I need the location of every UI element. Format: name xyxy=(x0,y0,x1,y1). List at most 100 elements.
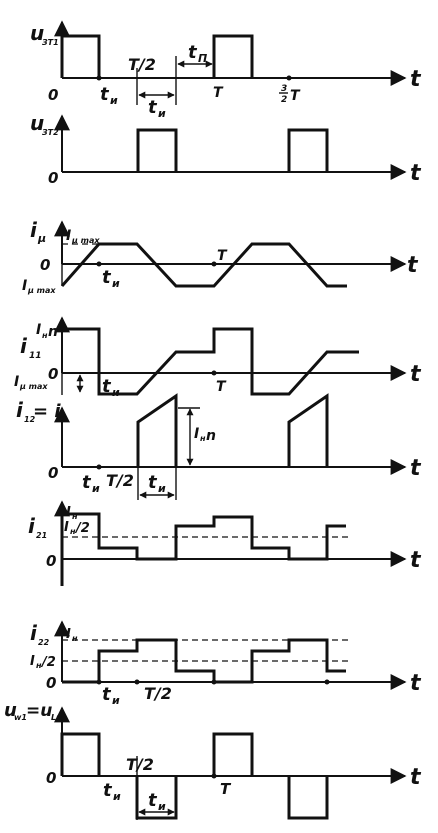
i-12-ylabel-sub: 12 xyxy=(24,415,36,424)
u-w1-xlabel: t xyxy=(410,765,422,790)
u-zt1-ylabel: u xyxy=(30,21,44,45)
u-zt1-xlabel: t xyxy=(410,67,422,92)
i-mu-waveform xyxy=(60,242,347,288)
i-12-ylabel-eq: = i xyxy=(33,401,61,422)
i-mu-imax-bottom-sub: μ max xyxy=(27,286,56,295)
i-21-xlabel: t xyxy=(410,548,422,573)
u-zt1-pulse-2 xyxy=(212,34,254,78)
i-22-top: I xyxy=(66,627,71,642)
i-mu-tu-label: t xyxy=(102,267,112,288)
i-12-tu-dot xyxy=(96,464,102,470)
i-11-ylabel: i xyxy=(20,334,28,358)
u-zt1-3halfT-den: 2 xyxy=(281,95,287,105)
u-w1-ylabel-eq-sub: Lμ xyxy=(51,713,62,722)
u-w1-tu2-sub: и xyxy=(158,800,166,813)
u-w1-T-dot xyxy=(211,773,217,779)
i-21-ylabel-sub: 21 xyxy=(36,531,47,540)
i-11-top-label-sub: н xyxy=(42,331,48,340)
i-12-amp-sub: н xyxy=(200,434,206,443)
i-11-waveform xyxy=(62,327,359,396)
i-11-tu-label: t xyxy=(102,376,112,397)
i-12-ylabel-eq-sub: Т2 xyxy=(55,415,66,424)
u-zt1-3halfT-dot xyxy=(286,75,292,81)
u-zt1-tu-sub: и xyxy=(110,94,118,107)
u-w1-pulse-neg-2 xyxy=(287,776,329,820)
panel-i-11: i 11 I н n 0 I μ max t и T t xyxy=(14,316,422,399)
u-w1-pulse-pos-2 xyxy=(212,732,254,776)
u-zt1-halfT-label: T/2 xyxy=(128,55,156,74)
i-mu-T-dot xyxy=(211,261,217,267)
i-12-pulse-2 xyxy=(287,393,329,467)
i-11-T-label: T xyxy=(216,379,227,395)
u-zt1-tu-label: t xyxy=(100,84,110,105)
i-12-halfT-label: T/2 xyxy=(106,471,134,490)
u-zt1-T-label: T xyxy=(213,85,224,101)
i-21-origin: 0 xyxy=(46,552,56,570)
i-mu-T-label: T xyxy=(217,248,228,264)
i-22-top-sub: н xyxy=(72,634,78,643)
i-11-imax: I xyxy=(14,374,19,390)
i-22-waveform xyxy=(62,638,346,684)
i-11-T-dot xyxy=(211,370,217,376)
i-22-halfT-dot xyxy=(134,679,140,685)
u-zt1-origin: 0 xyxy=(48,86,58,104)
u-zt1-tu2-label: t xyxy=(148,97,158,118)
u-zt1-tu-dot xyxy=(96,75,102,81)
i-12-tu2-sub: и xyxy=(158,482,166,495)
u-w1-ylabel-sub: w1 xyxy=(14,713,27,722)
i-12-tu-label: t xyxy=(82,472,92,493)
i-22-halfT-label: T/2 xyxy=(144,684,172,703)
i-21-half: I xyxy=(64,520,69,535)
panel-i-21: i 21 I н I н /2 0 t xyxy=(28,500,422,586)
i-21-ylabel: i xyxy=(28,514,36,538)
i-22-tu-sub: и xyxy=(112,694,120,707)
u-zt2-xlabel: t xyxy=(410,161,422,186)
u-zt2-origin: 0 xyxy=(48,169,58,187)
u-zt1-tp-label: t xyxy=(188,42,198,63)
panel-i-22: i 22 I н I н /2 0 t и T/2 t xyxy=(30,620,422,707)
i-12-amp-tail: n xyxy=(206,428,216,444)
u-w1-pulse-pos-1 xyxy=(60,732,101,776)
i-mu-ylabel: i xyxy=(30,218,38,242)
panel-i-12: i 12 = i Т2 0 I н n t и T/2 t и t xyxy=(16,393,422,500)
i-12-amp: I xyxy=(194,426,199,442)
i-22-ylabel-sub: 22 xyxy=(38,638,50,647)
u-zt2-pulse-1 xyxy=(136,128,178,172)
i-12-pulse-1 xyxy=(136,393,178,467)
u-zt1-3halfT-num: 3 xyxy=(281,84,287,94)
i-21-top-sub: н xyxy=(72,512,78,521)
u-w1-halfT-label: T/2 xyxy=(126,755,154,774)
i-11-imax-sub: μ max xyxy=(19,382,48,391)
i-mu-imax-top: I xyxy=(66,228,71,244)
i-11-top-label-tail: n xyxy=(48,324,58,340)
i-21-half-sub: н xyxy=(70,527,76,536)
u-zt1-3halfT-tail: T xyxy=(290,88,301,104)
i-11-tu-sub: и xyxy=(112,386,120,399)
i-22-ylabel: i xyxy=(30,621,38,645)
panel-u-zt2: u ЗТ2 0 t xyxy=(30,111,422,187)
i-11-origin: 0 xyxy=(48,365,58,383)
u-zt2-pulse-2 xyxy=(287,128,329,172)
i-22-half-tail: /2 xyxy=(40,655,56,670)
i-mu-origin: 0 xyxy=(40,256,50,274)
u-w1-tu2-label: t xyxy=(148,790,158,811)
i-12-xlabel: t xyxy=(410,456,422,481)
panel-u-zt1: u ЗТ1 0 t t и T/2 t и t П T 3 2 T xyxy=(30,20,422,120)
i-mu-ylabel-sub: μ xyxy=(37,232,46,245)
i-11-ylabel-sub: 11 xyxy=(29,351,42,361)
i-mu-imax-bottom: I xyxy=(22,278,27,294)
i-22-half-sub: н xyxy=(36,661,42,670)
u-zt1-ylabel-sub: ЗТ1 xyxy=(42,38,59,47)
i-mu-tu-sub: и xyxy=(112,277,120,290)
u-zt2-ylabel-sub: ЗТ2 xyxy=(42,128,59,137)
i-12-tu-sub: и xyxy=(92,482,100,495)
u-zt1-pulse-1 xyxy=(60,34,101,78)
i-21-waveform xyxy=(60,512,346,586)
panel-i-mu: i μ I μ max 0 I μ max t и T t xyxy=(22,218,419,295)
i-22-xlabel: t xyxy=(410,671,422,696)
panel-u-w1: u w1 =u Lμ 0 T/2 t и t и T t xyxy=(4,700,422,820)
i-22-half: I xyxy=(30,654,35,669)
i-12-tu2-label: t xyxy=(148,472,158,493)
u-w1-tu-label: t xyxy=(103,780,113,801)
